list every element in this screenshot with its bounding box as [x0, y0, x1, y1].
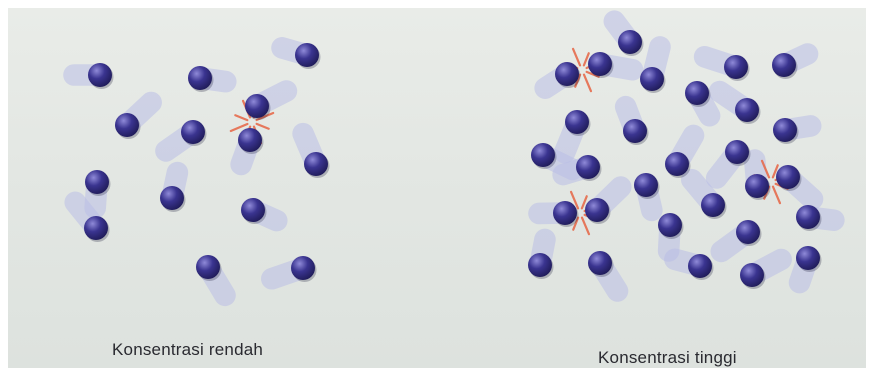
particle [658, 213, 682, 237]
collision-ray [582, 218, 589, 235]
panel-high-concentration [528, 21, 834, 291]
particle [84, 216, 108, 240]
particle [160, 186, 184, 210]
particle [85, 170, 109, 194]
particle [665, 152, 689, 176]
particle [585, 198, 609, 222]
particle [772, 53, 796, 77]
particle [688, 254, 712, 278]
particle [188, 66, 212, 90]
particle [745, 174, 769, 198]
collision-ray [584, 75, 591, 92]
particle [796, 246, 820, 270]
particle [634, 173, 658, 197]
particle [618, 30, 642, 54]
particle [796, 205, 820, 229]
collision-ray [257, 124, 269, 129]
particle [565, 110, 589, 134]
particle [776, 165, 800, 189]
particle [588, 251, 612, 275]
particle [245, 94, 269, 118]
collision-ray [235, 115, 247, 120]
particle [576, 155, 600, 179]
particle [553, 201, 577, 225]
particle [685, 81, 709, 105]
particle [181, 120, 205, 144]
particle [528, 253, 552, 277]
particle [115, 113, 139, 137]
caption-high-concentration: Konsentrasi tinggi [598, 348, 737, 368]
particle [304, 152, 328, 176]
particles [84, 43, 330, 282]
particle [773, 118, 797, 142]
particle [701, 193, 725, 217]
particle [640, 67, 664, 91]
particle [588, 52, 612, 76]
particle [291, 256, 315, 280]
particle [295, 43, 319, 67]
particle [736, 220, 760, 244]
particle [725, 140, 749, 164]
particle [623, 119, 647, 143]
particle [724, 55, 748, 79]
caption-low-concentration: Konsentrasi rendah [112, 340, 263, 360]
particle [196, 255, 220, 279]
collision-ray [573, 49, 580, 66]
collision-ray [773, 187, 780, 204]
particle [88, 63, 112, 87]
panel-low-concentration [74, 43, 330, 295]
particle [241, 198, 265, 222]
particle [531, 143, 555, 167]
particle [735, 98, 759, 122]
particle [740, 263, 764, 287]
particle [555, 62, 579, 86]
particle [238, 128, 262, 152]
